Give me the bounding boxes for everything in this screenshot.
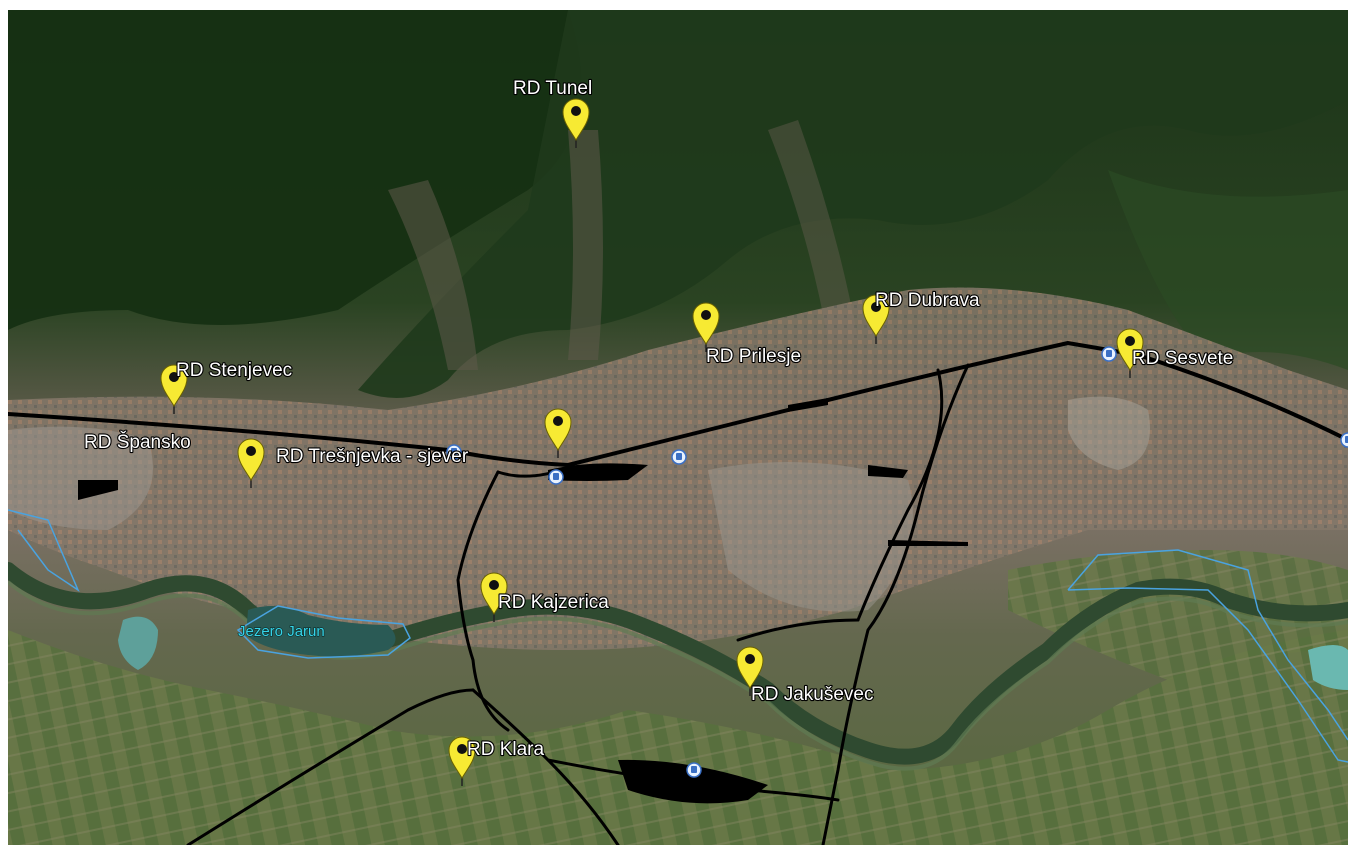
train-station-icon[interactable] bbox=[446, 444, 462, 460]
rail-yard bbox=[868, 465, 908, 478]
marker-label[interactable]: RD Tunel bbox=[512, 77, 593, 100]
marker-label[interactable]: RD Špansko bbox=[83, 430, 192, 454]
map-marker-dubrava[interactable]: RD Dubrava bbox=[862, 289, 981, 344]
map-canvas[interactable]: RD Tunel RD Stenjevec RD Špansko RD Trešnje… bbox=[8, 10, 1348, 845]
lake bbox=[1308, 645, 1348, 690]
yellow-pushpin-icon[interactable] bbox=[736, 646, 764, 696]
map-marker-klara[interactable]: RD Klara bbox=[448, 736, 546, 786]
yellow-pushpin-icon[interactable] bbox=[448, 736, 476, 786]
farmland bbox=[1008, 550, 1348, 680]
forest-area bbox=[1108, 170, 1348, 370]
hill-settlement bbox=[768, 120, 858, 340]
rail-yard bbox=[78, 480, 118, 500]
railway-network bbox=[8, 340, 1348, 845]
industrial-area bbox=[1068, 396, 1150, 470]
hill-settlement bbox=[568, 130, 603, 360]
map-marker-tunel[interactable]: RD Tunel bbox=[512, 77, 593, 148]
marker-label[interactable]: RD Kajzerica bbox=[497, 591, 610, 614]
satellite-map[interactable]: RD Tunel RD Stenjevec RD Špansko RD Trešnje… bbox=[8, 10, 1348, 845]
farmland bbox=[8, 630, 1348, 845]
boundary-line bbox=[8, 509, 80, 593]
jarun-lake bbox=[246, 606, 396, 657]
yellow-pushpin-icon[interactable] bbox=[544, 408, 572, 458]
marker-label[interactable]: RD Stenjevec bbox=[175, 359, 293, 382]
yellow-pushpin-icon[interactable] bbox=[480, 572, 508, 622]
yellow-pushpin-icon[interactable] bbox=[562, 98, 590, 148]
marker-label[interactable]: RD Dubrava bbox=[874, 289, 981, 312]
yellow-pushpin-icon[interactable] bbox=[692, 302, 720, 352]
marker-label[interactable]: RD Trešnjevka - sjever bbox=[275, 445, 470, 468]
marker-label[interactable]: RD Sesvete bbox=[1131, 347, 1235, 370]
map-marker-prilesje[interactable]: RD Prilesje bbox=[692, 302, 802, 368]
yellow-pushpin-icon[interactable] bbox=[1116, 328, 1144, 378]
marker-label[interactable]: RD Jakuševec bbox=[750, 683, 875, 706]
rail-yard bbox=[888, 540, 968, 546]
forest-area bbox=[8, 10, 582, 330]
yellow-pushpin-icon[interactable] bbox=[237, 438, 265, 488]
map-marker-stenjevec[interactable]: RD Stenjevec bbox=[160, 359, 293, 414]
industrial-area bbox=[708, 462, 913, 612]
urban-area bbox=[8, 287, 1348, 650]
rail-yard bbox=[548, 463, 648, 481]
boundary-line bbox=[1067, 549, 1348, 741]
rail-yard bbox=[788, 398, 828, 412]
train-station-icon[interactable] bbox=[1101, 346, 1117, 362]
train-station-icon[interactable] bbox=[671, 449, 687, 465]
yellow-pushpin-icon[interactable] bbox=[160, 364, 188, 414]
map-marker-spansko[interactable]: RD Špansko bbox=[83, 430, 192, 454]
industrial-area bbox=[8, 426, 153, 530]
hill-settlement bbox=[388, 180, 478, 370]
marker-label[interactable]: RD Klara bbox=[466, 738, 546, 761]
train-station-icon[interactable] bbox=[1340, 432, 1348, 448]
train-station-icon[interactable] bbox=[548, 469, 564, 485]
train-station-icon[interactable] bbox=[686, 762, 702, 778]
map-marker-sesvete[interactable]: RD Sesvete bbox=[1116, 328, 1235, 378]
marker-label[interactable]: RD Prilesje bbox=[705, 345, 802, 368]
map-marker-jakusevec[interactable]: RD Jakuševec bbox=[736, 646, 875, 706]
yellow-pushpin-icon[interactable] bbox=[862, 294, 890, 344]
boundary-line bbox=[1067, 587, 1348, 763]
map-marker-kajzerica[interactable]: RD Kajzerica bbox=[480, 572, 610, 622]
boundary-line bbox=[236, 605, 411, 659]
forest-area bbox=[358, 10, 1348, 398]
rail-yard bbox=[618, 759, 768, 804]
lake-label: Jezero Jarun bbox=[238, 623, 325, 640]
map-marker-tresnjevka[interactable]: RD Trešnjevka - sjever bbox=[237, 438, 470, 488]
map-marker-center[interactable] bbox=[544, 408, 572, 458]
lake bbox=[118, 616, 158, 670]
